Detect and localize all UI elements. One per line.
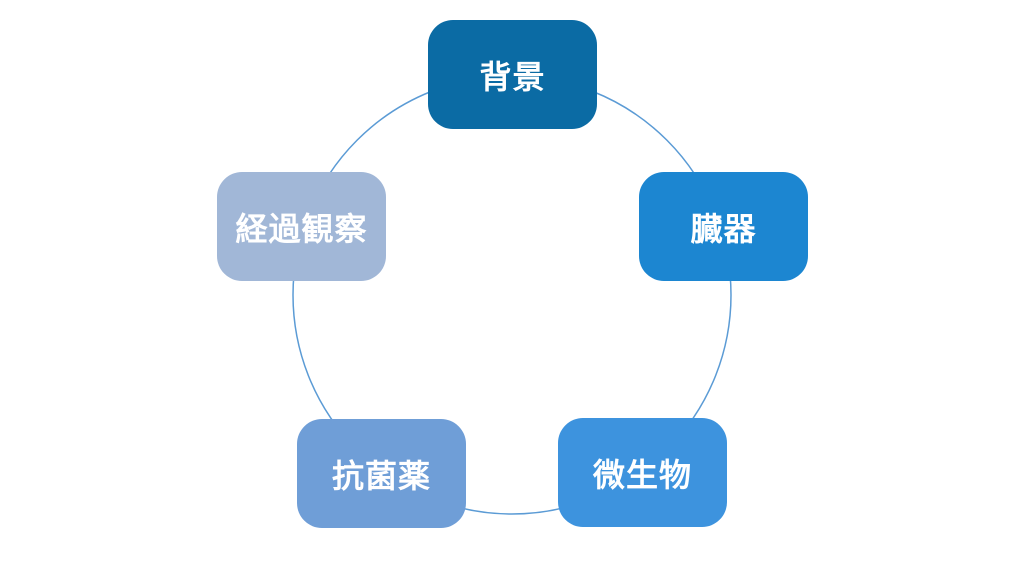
cycle-node-background-label: 背景	[479, 58, 546, 95]
cycle-node-antibiotics: 抗菌薬	[297, 419, 466, 528]
cycle-node-follow-up: 経過観察	[217, 172, 386, 281]
cycle-node-organs: 臓器	[639, 172, 808, 281]
cycle-node-antibiotics-label: 抗菌薬	[331, 457, 431, 494]
cycle-node-microorganism-label: 微生物	[592, 456, 692, 493]
cycle-node-follow-up-label: 経過観察	[235, 210, 368, 247]
cycle-node-microorganism: 微生物	[558, 418, 727, 527]
cycle-node-background: 背景	[428, 20, 597, 129]
cycle-node-organs-label: 臓器	[690, 210, 757, 247]
